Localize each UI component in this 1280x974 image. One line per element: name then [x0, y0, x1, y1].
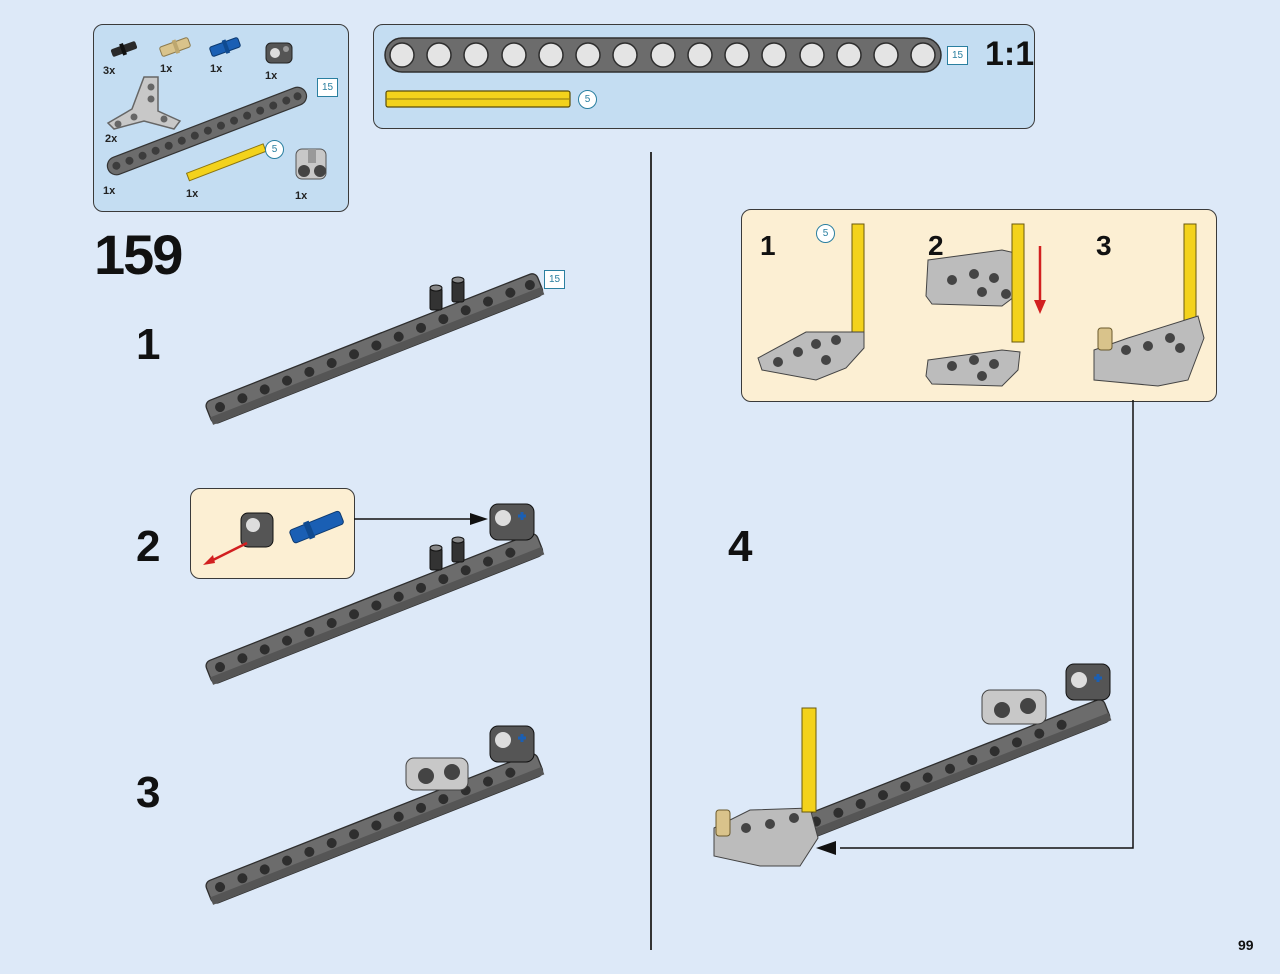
substep-2-callout — [190, 488, 355, 579]
beam-length-tag: 15 — [317, 78, 338, 97]
pin-connector-icon — [265, 42, 293, 64]
parts-qty: 3x — [103, 65, 116, 77]
column-divider — [650, 152, 652, 950]
callout-arrow — [354, 513, 488, 525]
parts-qty: 1x — [160, 63, 173, 75]
double-connector — [405, 757, 469, 791]
scale-panel: 15 1:1 5 — [373, 24, 1035, 129]
beam-length-tag: 15 — [947, 46, 968, 65]
double-connector-icon — [295, 148, 327, 180]
parts-qty: 1x — [265, 70, 278, 82]
callout-connector-line — [816, 400, 1134, 855]
parts-qty: 1x — [210, 63, 223, 75]
callout-step-number: 1 — [760, 230, 776, 261]
beam-15-icon — [106, 86, 308, 176]
subassembly-callout: 1 5 2 3 — [741, 209, 1217, 402]
callout-step-number: 2 — [928, 230, 944, 261]
callout-step-2-art — [925, 223, 1046, 387]
pin-connector — [1065, 663, 1111, 701]
triangle-plate-icon — [106, 76, 182, 130]
pin-connector — [489, 503, 535, 541]
substep-number: 3 — [136, 768, 161, 817]
parts-qty: 1x — [186, 188, 199, 200]
scale-label: 1:1 — [985, 35, 1035, 73]
beam-assembly-4 — [713, 663, 1112, 867]
callout-step-1-art — [757, 223, 865, 381]
axle-length-tag: 5 — [816, 224, 835, 243]
parts-list-panel: 3x 1x 1x 1x 2x — [93, 24, 349, 212]
beam-length-tag: 15 — [544, 270, 565, 289]
beam-assembly-1 — [205, 273, 545, 425]
yellow-axle-icon — [185, 143, 267, 182]
pin-connector — [489, 725, 535, 763]
page-number: 99 — [1238, 937, 1254, 953]
black-pins — [429, 276, 465, 311]
substep-number: 4 — [728, 522, 753, 571]
yellow-axle-scale-icon — [385, 90, 571, 108]
beam-assembly-3 — [205, 725, 545, 905]
axle-length-tag: 5 — [265, 140, 284, 159]
callout-step-number: 3 — [1096, 230, 1112, 261]
substep-number: 2 — [136, 522, 161, 571]
substep-number: 1 — [136, 320, 161, 369]
double-connector — [981, 689, 1047, 725]
beam-assembly-2 — [205, 503, 545, 685]
pin-connector-insert-icon — [203, 510, 344, 565]
axle-length-tag: 5 — [578, 90, 597, 109]
tan-axle-pin-icon — [159, 37, 191, 57]
parts-qty: 2x — [105, 133, 118, 145]
callout-step-3-art — [1093, 223, 1205, 387]
black-friction-pin-icon — [110, 41, 138, 57]
blue-axle-pin-icon — [209, 37, 241, 57]
parts-qty: 1x — [103, 185, 116, 197]
step-number: 159 — [94, 223, 183, 286]
parts-qty: 1x — [295, 190, 308, 202]
beam-15-scale-icon — [384, 37, 942, 73]
